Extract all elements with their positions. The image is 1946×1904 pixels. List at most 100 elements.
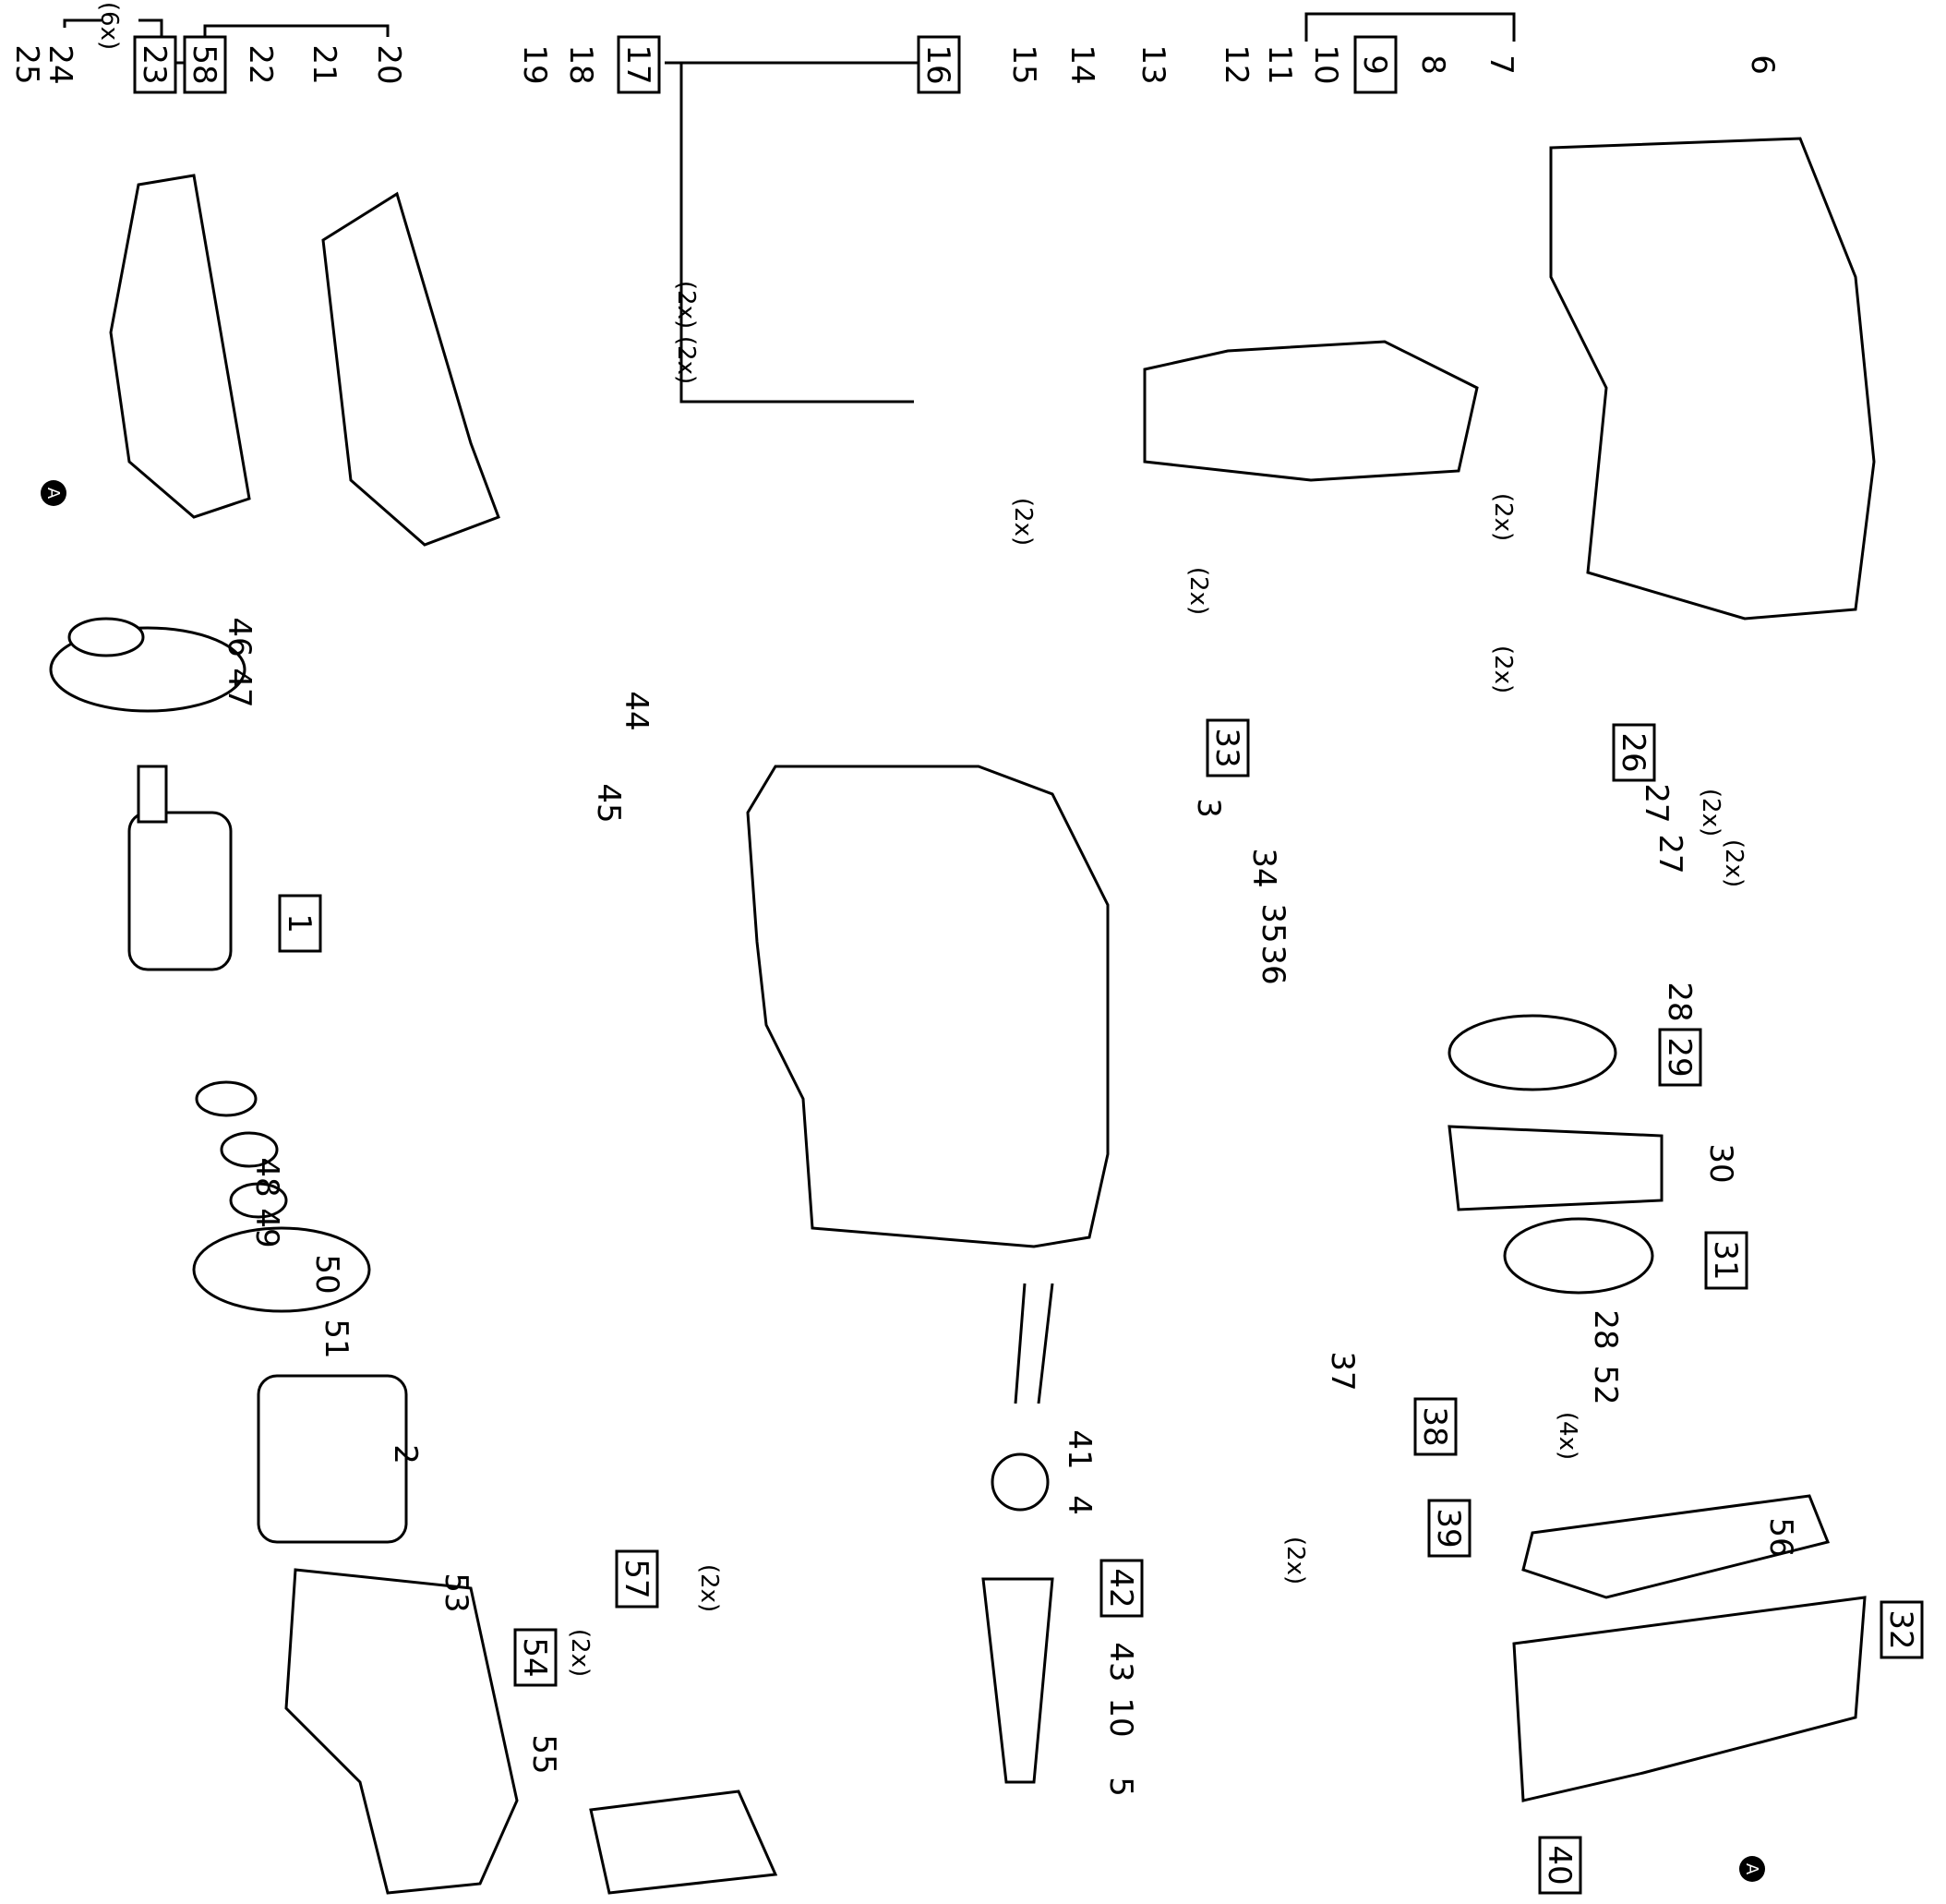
part-number: 55 (525, 1734, 562, 1774)
part-label-56: 56 (1762, 1517, 1799, 1557)
label-box (615, 1549, 659, 1609)
part-number: 56 (1762, 1517, 1799, 1557)
part-number: 45 (590, 783, 627, 823)
part-label-25: 25 (8, 44, 45, 84)
part-number: 10 (1102, 1697, 1139, 1737)
part-label-10: 10 (1102, 1697, 1139, 1737)
gear-housing (1143, 340, 1479, 482)
armature (127, 811, 233, 971)
part-label-35: 35 (1255, 903, 1291, 943)
label-box (1612, 723, 1656, 782)
quantity-label: (2x) (672, 336, 700, 384)
part-number: 49 (248, 1208, 285, 1247)
label-box (1206, 718, 1250, 777)
label-box (1704, 1231, 1748, 1290)
stator (257, 1374, 408, 1544)
part-number: 47 (221, 668, 258, 707)
part-label-22: 22 (242, 44, 279, 84)
base-32 (1512, 1596, 1867, 1802)
part-label-27: 27 (1638, 783, 1675, 823)
part-number: 37 (1324, 1351, 1361, 1391)
part-number: 13 (1135, 44, 1171, 84)
part-number: 10 (1307, 44, 1344, 84)
part-label-17: 17 (617, 35, 661, 94)
part-number: 5 (1102, 1777, 1139, 1797)
frame (321, 191, 500, 547)
bearing-48 (220, 1131, 279, 1168)
part-number: 48 (248, 1157, 285, 1197)
part-label-4: 4 (1061, 1495, 1098, 1515)
part-number: 7 (1483, 54, 1520, 75)
label-box (617, 35, 661, 94)
part-number: 27 (1638, 783, 1675, 823)
label-box (1538, 1836, 1582, 1895)
housing-shell (1549, 137, 1876, 621)
part-label-19: 19 (516, 44, 553, 84)
part-number: 24 (42, 44, 78, 84)
part-number: 41 (1061, 1429, 1098, 1469)
part-label-6: 6 (1744, 54, 1781, 75)
part-number: 22 (242, 44, 279, 84)
part-label-57: 57 (615, 1549, 659, 1609)
motor-housing (284, 1568, 519, 1895)
part-number: 1 (281, 913, 318, 934)
part-label-49: 49 (248, 1208, 285, 1247)
label-box (133, 35, 177, 94)
part-label-42: 42 (1099, 1559, 1144, 1618)
part-label-14: 14 (1063, 44, 1100, 84)
part-number: 44 (618, 691, 655, 730)
quantity-label: (2x) (1281, 1536, 1309, 1585)
part-number: 35 (1255, 903, 1291, 943)
quantity-label: (2x) (1184, 567, 1212, 615)
part-number: 51 (318, 1319, 354, 1358)
part-label-29: 29 (1658, 1028, 1702, 1087)
label-box (1099, 1559, 1144, 1618)
part-label-23: 23 (133, 35, 177, 94)
bearing-49 (229, 1182, 288, 1219)
label-box (1658, 1028, 1702, 1087)
part-label-11: 11 (1261, 44, 1298, 84)
part-label-46: 46 (221, 617, 258, 657)
part-number: 6 (1744, 54, 1781, 75)
reference-marker-label: A (43, 488, 63, 500)
part-label-36: 36 (1255, 945, 1291, 984)
part-label-30: 30 (1702, 1143, 1739, 1183)
part-29 (1447, 1014, 1617, 1091)
reference-marker-icon (1739, 1856, 1765, 1882)
quantity-label: (4x) (1554, 1412, 1581, 1460)
part-label-28: 28 (1587, 1309, 1624, 1349)
part-label-24: 24 (42, 44, 78, 84)
label-box (183, 35, 227, 94)
gasket-56 (1521, 1494, 1831, 1599)
part-30 (1447, 1125, 1664, 1211)
part-number: 43 (1102, 1642, 1139, 1681)
part-number: 30 (1702, 1143, 1739, 1183)
part-label-37: 37 (1324, 1351, 1361, 1391)
part-number: 36 (1255, 945, 1291, 984)
part-label-38: 38 (1413, 1397, 1458, 1456)
part-label-58: 58 (183, 35, 227, 94)
part-label-45: 45 (590, 783, 627, 823)
part-number: 40 (1541, 1845, 1578, 1885)
part-label-15: 15 (1005, 44, 1042, 84)
label-box (1413, 1397, 1458, 1456)
part-number: 15 (1005, 44, 1042, 84)
part-label-18: 18 (562, 44, 599, 84)
part-label-54: 54 (513, 1628, 558, 1687)
part-label-41: 41 (1061, 1429, 1098, 1469)
part-label-39: 39 (1427, 1499, 1472, 1558)
reference-marker-icon (41, 480, 66, 506)
part-number: 57 (618, 1559, 655, 1598)
part-label-8: 8 (1414, 54, 1451, 75)
quantity-label: (2x) (1489, 493, 1517, 541)
part-number: 19 (516, 44, 553, 84)
part-number: 17 (619, 44, 656, 84)
part-label-34: 34 (1245, 848, 1282, 887)
cable-clamp (991, 1452, 1050, 1512)
part-label-13: 13 (1135, 44, 1171, 84)
part-number: 33 (1208, 728, 1245, 767)
part-shapes (49, 12, 1876, 1895)
